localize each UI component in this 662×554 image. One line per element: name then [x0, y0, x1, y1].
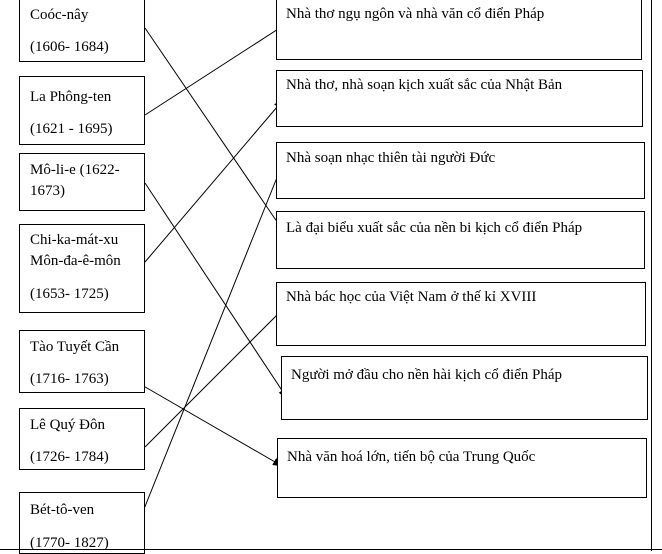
person-name: Lê Quý Đôn [30, 417, 105, 433]
description-text: Nhà thơ ngụ ngôn và nhà văn cổ điển Pháp [286, 6, 545, 22]
description-box-bi-kich: Là đại biểu xuất sắc của nền bi kịch cổ … [276, 211, 645, 269]
connector-coocnay-to-bi-kich [144, 27, 285, 233]
connector-laphongten-to-ngu-ngon [144, 21, 290, 116]
person-name: La Phông-ten [30, 89, 112, 105]
person-box-taotuyetcan: Tào Tuyết Cần (1716- 1763) [19, 330, 145, 393]
person-box-lequydon: Lê Quý Đôn (1726- 1784) [19, 408, 145, 470]
person-years: (1621 - 1695) [30, 121, 113, 137]
description-text: Là đại biểu xuất sắc của nền bi kịch cổ … [286, 220, 583, 236]
description-box-hai-kich: Người mở đầu cho nền hài kịch cổ điển Ph… [281, 356, 648, 420]
connector-taotuyetcan-to-trung-quoc [139, 383, 283, 467]
person-years: (1716- 1763) [30, 371, 109, 387]
description-box-trung-quoc: Nhà văn hoá lớn, tiến bộ của Trung Quốc [277, 438, 647, 498]
person-box-bettoven: Bét-tô-ven (1770- 1827) [19, 492, 145, 554]
page-bottom-edge [0, 549, 662, 550]
connector-bettoven-to-duc [143, 159, 285, 510]
description-text: Người mở đầu cho nền hài kịch cổ điển Ph… [291, 367, 563, 383]
person-box-coocnay: Coóc-nây (1606- 1684) [19, 0, 145, 62]
person-years: (1726- 1784) [30, 449, 109, 465]
person-name: Bét-tô-ven [30, 502, 95, 518]
description-text: Nhà thơ, nhà soạn kịch xuất sắc của Nhật… [286, 77, 563, 93]
person-box-laphongten: La Phông-ten (1621 - 1695) [19, 76, 145, 145]
person-name-line2: 1673) [30, 183, 65, 199]
description-text: Nhà văn hoá lớn, tiến bộ của Trung Quốc [287, 449, 536, 465]
description-box-viet-nam: Nhà bác học của Việt Nam ở thế kỉ XVIII [276, 282, 646, 346]
connector-chikamatxu-to-nhat-ban [144, 99, 284, 263]
person-name-line1: Chi-ka-mát-xu [30, 232, 119, 248]
person-name-line2: Môn-đa-ê-môn [30, 253, 121, 269]
description-text: Nhà bác học của Việt Nam ở thế kỉ XVIII [286, 289, 537, 305]
person-years: (1606- 1684) [30, 39, 109, 55]
person-name: Tào Tuyết Cần [30, 339, 120, 355]
description-box-ngu-ngon: Nhà thơ ngụ ngôn và nhà văn cổ điển Pháp [276, 0, 642, 60]
description-box-nhat-ban: Nhà thơ, nhà soạn kịch xuất sắc của Nhật… [276, 70, 643, 127]
connector-lequydon-to-viet-nam [144, 305, 287, 448]
description-text: Nhà soạn nhạc thiên tài người Đức [286, 150, 496, 166]
description-box-duc: Nhà soạn nhạc thiên tài người Đức [276, 142, 645, 199]
connector-molie-to-hai-kich [144, 182, 288, 399]
page-right-edge [651, 0, 652, 551]
person-box-molie: Mô-li-e (1622- 1673) [19, 153, 145, 211]
person-box-chikamatxu: Chi-ka-mát-xu Môn-đa-ê-môn (1653- 1725) [19, 224, 145, 313]
person-years: (1770- 1827) [30, 535, 109, 551]
person-years: (1653- 1725) [30, 286, 109, 302]
person-name: Coóc-nây [30, 7, 89, 23]
person-name-line1: Mô-li-e (1622- [30, 162, 120, 178]
